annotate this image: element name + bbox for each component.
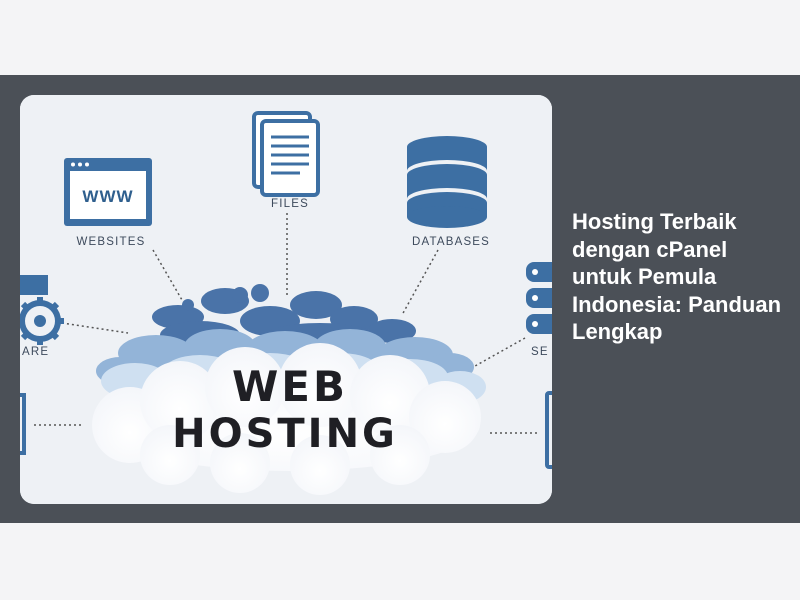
- websites-label: WEBSITES: [76, 236, 145, 248]
- web-hosting-illustration: WWW WEBSITES FILES: [20, 95, 552, 504]
- web-text: WEB: [232, 362, 348, 411]
- database-icon: [407, 136, 487, 228]
- servers-label: SE: [531, 346, 549, 358]
- software-label: ARE: [22, 346, 49, 358]
- server-icon: [526, 262, 552, 334]
- www-label: WWW: [82, 187, 133, 206]
- right-device-icon: [545, 391, 552, 469]
- www-browser-icon: WWW: [64, 158, 152, 226]
- left-device-icon: [20, 393, 26, 455]
- files-label: FILES: [271, 198, 309, 210]
- gear-icon: [20, 275, 64, 345]
- files-document-icon: [252, 111, 320, 197]
- cloud-white-layer: [92, 343, 481, 495]
- article-title-link[interactable]: Hosting Terbaik dengan cPanel untuk Pemu…: [572, 209, 782, 345]
- databases-label: DATABASES: [412, 236, 490, 248]
- featured-image-card[interactable]: WWW WEBSITES FILES: [20, 95, 552, 504]
- hosting-text: HOSTING: [172, 411, 398, 457]
